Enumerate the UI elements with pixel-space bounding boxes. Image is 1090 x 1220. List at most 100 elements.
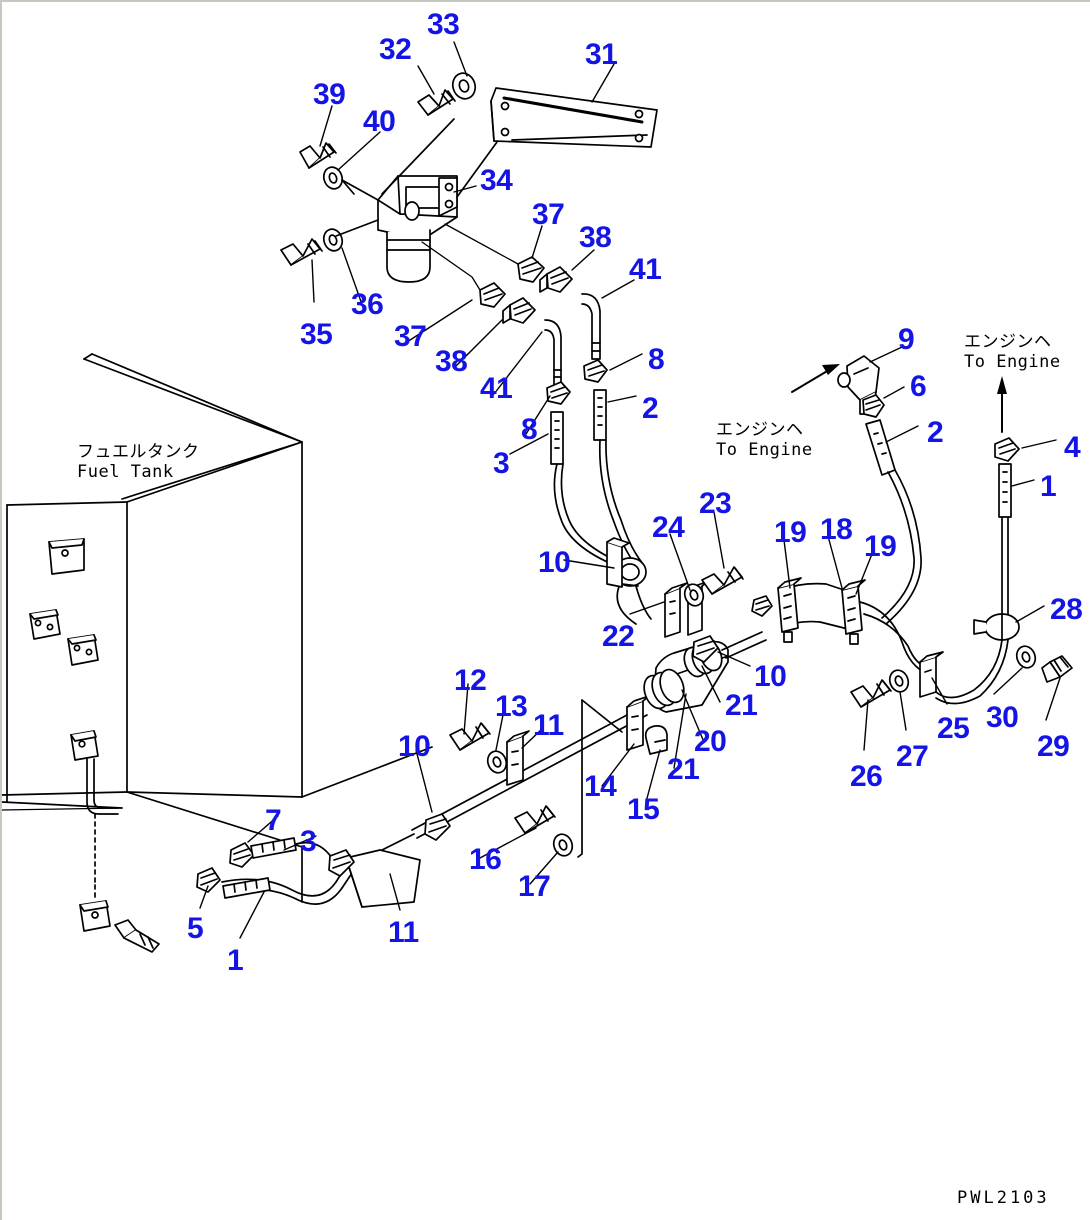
hose-24-to-22: [616, 583, 652, 625]
clamp-5: [196, 867, 221, 893]
fuel-tank-edges: [91, 353, 303, 500]
callout-32: 32: [379, 33, 412, 66]
joint-nut-37-lower: [479, 282, 506, 308]
callout-6: 6: [910, 370, 927, 403]
tank-bottom-connector: [79, 900, 111, 932]
elbow-hose-41-left: [544, 319, 562, 386]
callout-34: 34: [480, 164, 513, 197]
joint-nut-38-upper: [539, 266, 573, 293]
bracket-25: [919, 651, 944, 698]
callout-40: 40: [363, 105, 396, 138]
hose-from-tube-3: [553, 463, 620, 566]
callout-3-upper: 3: [493, 447, 510, 480]
callout-15: 15: [627, 793, 660, 826]
callout-29: 29: [1037, 730, 1070, 763]
callout-31: 31: [585, 38, 618, 71]
callout-24: 24: [652, 511, 685, 544]
callout-16: 16: [469, 843, 502, 876]
tube-3-bottom: [250, 837, 297, 859]
bracket-22: [606, 537, 630, 588]
pipe-plate-to-main: [381, 833, 415, 851]
filter-hose-leaders: [421, 223, 519, 291]
elbow-hose-41-right: [581, 293, 601, 360]
annotation-to-engine-right: エンジンヘ To Engine: [964, 332, 1061, 373]
callout-33: 33: [427, 8, 460, 41]
callout-26: 26: [850, 760, 883, 793]
washer-17: [552, 833, 574, 857]
bracket-11-mid: [506, 730, 530, 786]
clamp-10-left: [424, 813, 451, 841]
clamp-19-right: [841, 579, 866, 645]
callout-13: 13: [495, 690, 528, 723]
callout-11-bottom: 11: [388, 916, 419, 949]
clamp-7: [229, 842, 255, 868]
callout-5: 5: [187, 912, 204, 945]
bolt-29: [1041, 655, 1073, 683]
callout-4: 4: [1064, 431, 1081, 464]
tank-bottom-bolt: [114, 919, 160, 953]
filter-bracket-arms: [335, 118, 498, 237]
eyebolt-39: [299, 142, 337, 169]
callout-10-strainer: 10: [754, 660, 787, 693]
callout-10-bottom: 10: [398, 730, 431, 763]
bolt-23: [701, 566, 744, 595]
main-pipe-14: [411, 706, 648, 839]
pipe-strainer-to-hose: [721, 631, 767, 659]
bolt-35: [280, 238, 323, 266]
callout-8-upper: 8: [648, 343, 665, 376]
hose-2-to-18: [881, 469, 922, 625]
clamp-28: [973, 613, 1020, 641]
tank-bracket-mid-2: [67, 634, 99, 666]
washer-30: [1015, 645, 1037, 669]
washer-13: [486, 750, 508, 774]
to-engine-arrow-mid: [791, 364, 840, 393]
hose-from-tube-2: [598, 439, 644, 568]
callout-39: 39: [313, 78, 346, 111]
tube-3: [550, 411, 564, 465]
tank-bracket-lower: [70, 730, 99, 761]
callout-37-upper: 37: [532, 198, 565, 231]
fuel-tank-body: [2, 353, 433, 903]
to-engine-arrow-right: [997, 376, 1007, 433]
callout-10-upper: 10: [538, 546, 571, 579]
callout-3-bottom: 3: [300, 825, 317, 858]
callout-7: 7: [265, 804, 282, 837]
callout-27: 27: [896, 740, 929, 773]
callout-21-lower: 21: [667, 753, 700, 786]
bracket-11-bottom: [345, 849, 421, 908]
tube-1-bottom: [222, 877, 271, 899]
annotation-fuel-tank: フュエルタンク Fuel Tank: [77, 442, 200, 483]
callout-19-right: 19: [864, 530, 897, 563]
callout-25: 25: [937, 712, 970, 745]
callout-38-upper: 38: [579, 221, 612, 254]
callout-21-upper: 21: [725, 689, 758, 722]
pipe-to-engine-right: [935, 471, 1009, 705]
callout-23: 23: [699, 487, 732, 520]
callout-8-lower: 8: [521, 413, 538, 446]
mounting-plate-31: [490, 87, 658, 148]
drawing-number: PWL2103: [957, 1188, 1050, 1208]
joint-nut-37-upper: [517, 256, 545, 283]
clamp-6: [862, 394, 885, 418]
bolt-16: [514, 805, 556, 834]
joint-nut-38-lower: [502, 297, 536, 324]
clamp-10-strainer: [692, 635, 719, 663]
callout-37-lower: 37: [394, 320, 427, 353]
clamp-19-left: [777, 577, 802, 643]
callout-41-upper: 41: [629, 253, 662, 286]
washer-36: [322, 228, 344, 252]
callout-41-lower: 41: [480, 372, 513, 405]
tank-bracket-mid-1: [29, 609, 61, 640]
callout-22: 22: [602, 620, 635, 653]
clamp-8-upper: [583, 359, 608, 383]
annotation-to-engine-middle: エンジンヘ To Engine: [716, 420, 813, 461]
callout-28: 28: [1050, 593, 1083, 626]
tank-leader-lines: [2, 807, 123, 811]
callout-14: 14: [584, 770, 617, 803]
bracket-14: [626, 695, 650, 751]
callout-11-mid: 11: [533, 709, 564, 742]
tank-bracket-upper: [48, 538, 85, 575]
washer-33: [451, 72, 477, 100]
